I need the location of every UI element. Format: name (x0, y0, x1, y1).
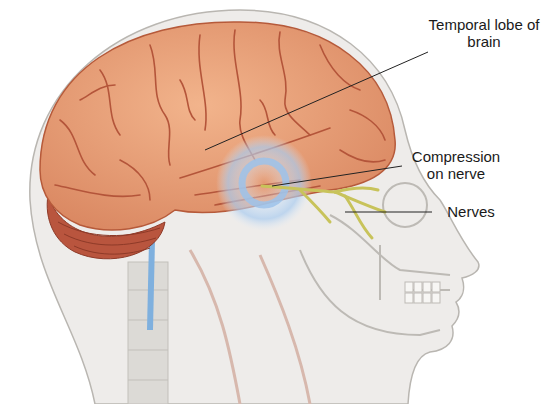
compression-glow (216, 135, 312, 231)
callout-label: Compression on nerve (404, 148, 508, 182)
teeth (405, 282, 440, 303)
neck-muscle (190, 250, 240, 404)
head-outline (30, 10, 479, 404)
neck-muscle (260, 255, 310, 404)
facial-bones (300, 183, 450, 335)
callout-label: Nerves (436, 203, 506, 220)
brain (40, 22, 395, 230)
callout-label: Temporal lobe of brain (428, 16, 540, 50)
leader-lines (205, 52, 432, 212)
spine (128, 262, 168, 404)
blood-vessel (150, 240, 152, 330)
compression-ring (242, 161, 286, 205)
